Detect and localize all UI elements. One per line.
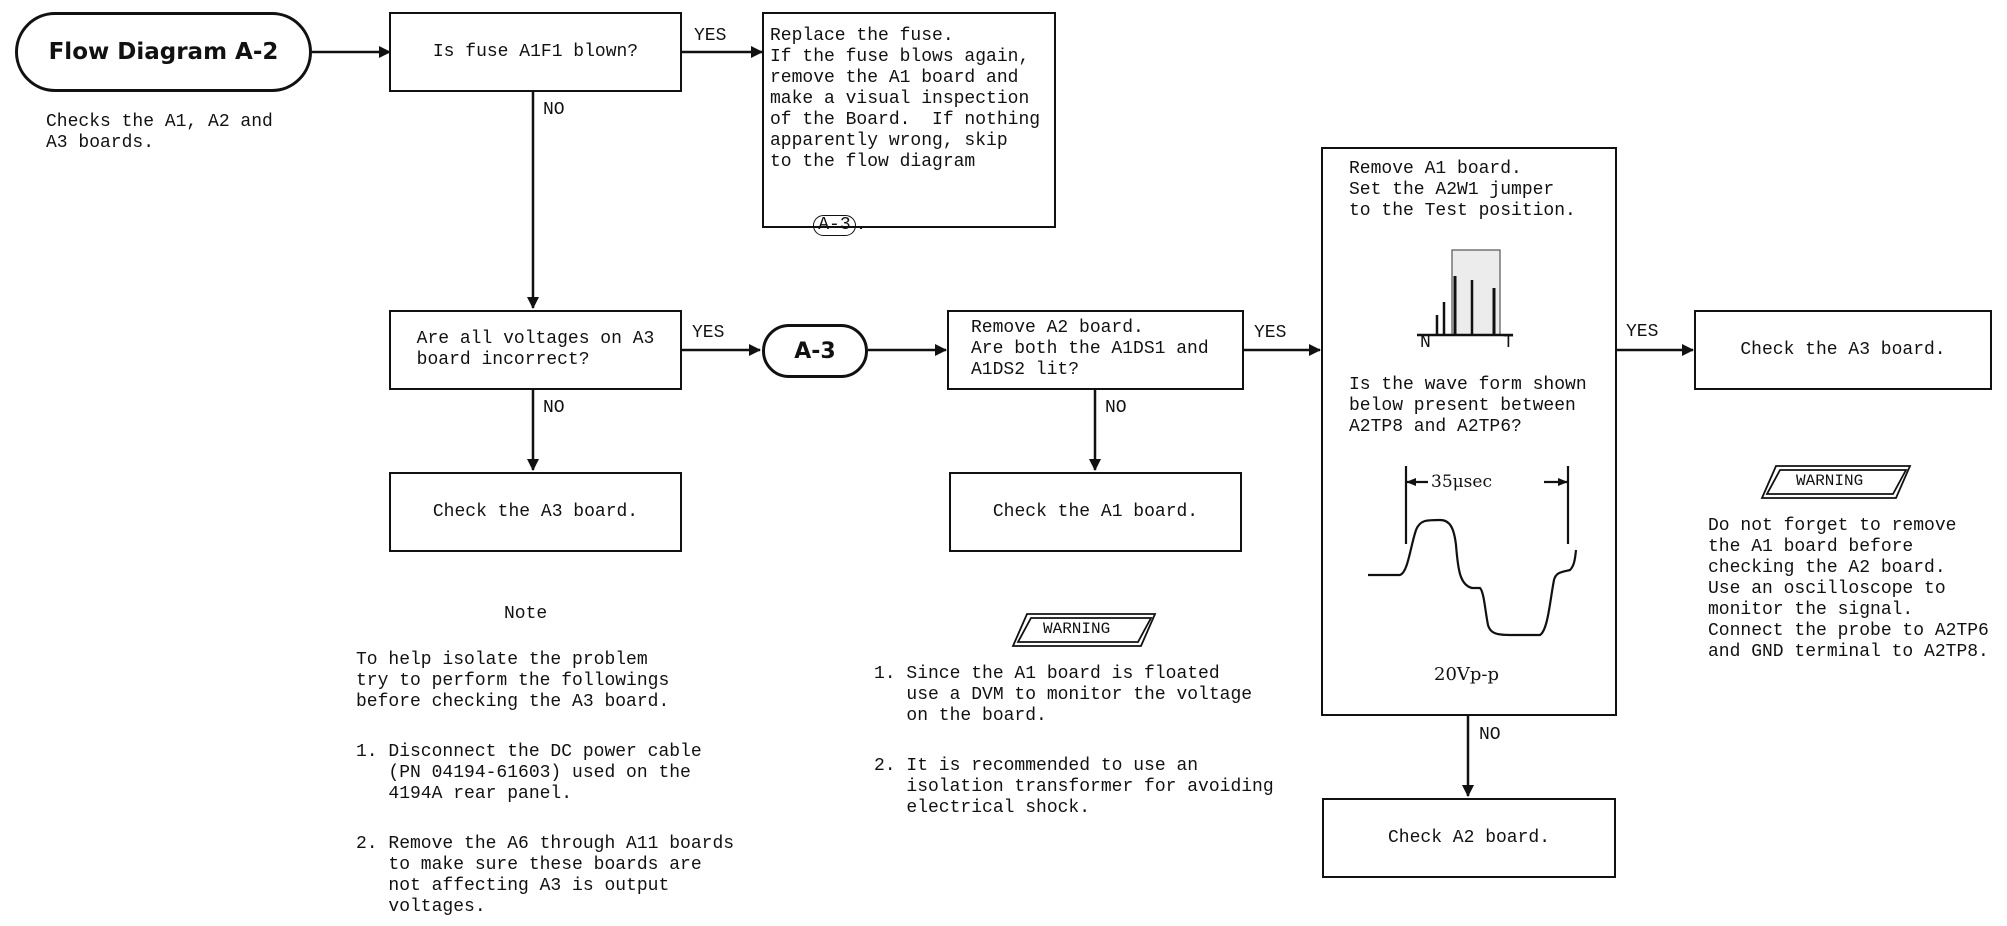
pulse-label-t: T <box>1503 333 1514 353</box>
decision-fuse-blown-text: Is fuse A1F1 blown? <box>432 41 639 62</box>
no-label-remove-a2: NO <box>1105 398 1127 418</box>
decision-waveform: Remove A1 board. Set the A2W1 jumper to … <box>1321 147 1617 716</box>
action-replace-fuse-text: Replace the fuse. If the fuse blows agai… <box>770 26 1041 172</box>
decision-voltages: Are all voltages on A3 board incorrect? <box>389 310 682 390</box>
action-check-a3-left: Check the A3 board. <box>389 472 682 552</box>
note-title: Note <box>504 604 548 624</box>
decision-remove-a2: Remove A2 board. Are both the A1DS1 and … <box>947 310 1244 390</box>
action-check-a3-right-text: Check the A3 board. <box>1740 339 1946 360</box>
waveform-period-label: 35μsec <box>1428 472 1495 493</box>
ref-a3-circle: A-3 <box>813 215 856 236</box>
yes-label-fuse: YES <box>694 26 727 46</box>
warning-right-text: Do not forget to remove the A1 board bef… <box>1708 516 1989 662</box>
note-item-2: 2. Remove the A6 through A11 boards to m… <box>356 834 735 917</box>
no-label-waveform: NO <box>1479 725 1501 745</box>
warning-right-label: WARNING <box>1796 472 1864 490</box>
yes-label-waveform: YES <box>1626 322 1659 342</box>
ref-a3-period: . <box>855 215 867 235</box>
decision-waveform-instructions: Remove A1 board. Set the A2W1 jumper to … <box>1349 159 1576 221</box>
warning-center-item-1: 1. Since the A1 board is floated use a D… <box>874 664 1253 726</box>
note-item-1: 1. Disconnect the DC power cable (PN 041… <box>356 742 702 804</box>
flow-diagram-a2-label: Flow Diagram A-2 <box>48 39 279 65</box>
flow-description: Checks the A1, A2 and A3 boards. <box>46 112 273 153</box>
action-replace-fuse: Replace the fuse. If the fuse blows agai… <box>762 12 1056 236</box>
flow-diagram-a2-terminal: Flow Diagram A-2 <box>15 12 312 92</box>
decision-fuse-blown: Is fuse A1F1 blown? <box>389 12 682 92</box>
yes-label-remove-a2: YES <box>1254 323 1287 343</box>
action-check-a1: Check the A1 board. <box>949 472 1242 552</box>
action-check-a3-right: Check the A3 board. <box>1694 310 1992 390</box>
pulse-illustration <box>1417 249 1513 337</box>
warning-center-item-2: 2. It is recommended to use an isolation… <box>874 756 1274 818</box>
warning-center-label: WARNING <box>1043 620 1111 638</box>
no-label-voltages: NO <box>543 398 565 418</box>
yes-label-voltages: YES <box>692 323 725 343</box>
action-check-a2: Check A2 board. <box>1322 798 1616 878</box>
decision-remove-a2-text: Remove A2 board. Are both the A1DS1 and … <box>971 318 1209 380</box>
waveform-illustration <box>1368 466 1578 637</box>
waveform-amplitude-label: 20Vp-p <box>1434 664 1500 685</box>
connector-a3: A-3 <box>762 324 868 378</box>
action-check-a3-left-text: Check the A3 board. <box>432 501 639 522</box>
ref-a3-label: A-3 <box>818 215 851 235</box>
decision-voltages-text: Are all voltages on A3 board incorrect? <box>416 329 655 370</box>
action-check-a1-text: Check the A1 board. <box>992 501 1199 522</box>
no-label-fuse: NO <box>543 100 565 120</box>
connector-a3-label: A-3 <box>794 338 836 364</box>
pulse-label-n: N <box>1420 333 1431 353</box>
action-check-a2-text: Check A2 board. <box>1387 827 1551 848</box>
decision-waveform-question: Is the wave form shown below present bet… <box>1349 375 1587 437</box>
warning-tag-shapes <box>1011 465 1912 647</box>
note-body: To help isolate the problem try to perfo… <box>356 650 670 712</box>
